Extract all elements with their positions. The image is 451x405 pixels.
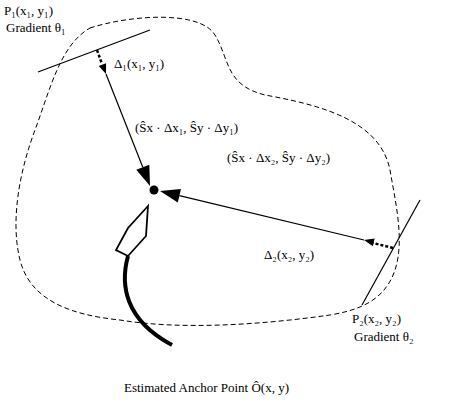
arrow-head xyxy=(364,239,375,247)
math-label: (Ŝx · Δx₁, Ŝy · Δy₁) xyxy=(133,120,240,136)
arrow-head xyxy=(160,189,181,203)
math-label: Gradient θ₁ xyxy=(4,20,68,36)
math-label: Δ₁(x₁, y₁) xyxy=(112,56,166,72)
object-outline xyxy=(16,17,399,325)
offset-dash xyxy=(97,50,102,64)
math-label: Δ₂(x₂, y₂) xyxy=(262,247,316,263)
vector-line xyxy=(179,196,364,240)
arrow-head xyxy=(136,165,150,186)
gradient-line xyxy=(362,200,420,305)
math-label: (Ŝx · Δx₂, Ŝy · Δy₂) xyxy=(225,150,332,166)
math-label: Gradient θ₂ xyxy=(352,329,416,345)
math-label: P₂(x₂, y₂) xyxy=(350,311,403,327)
arrow-head xyxy=(99,63,106,74)
offset-dash xyxy=(373,243,393,248)
anchor-point xyxy=(150,186,159,195)
math-label: Estimated Anchor Point Ô(x, y) xyxy=(122,380,291,396)
object-stem xyxy=(125,256,172,345)
object-shape xyxy=(116,206,148,256)
math-label: P₁(x₁, y₁) xyxy=(2,3,55,19)
